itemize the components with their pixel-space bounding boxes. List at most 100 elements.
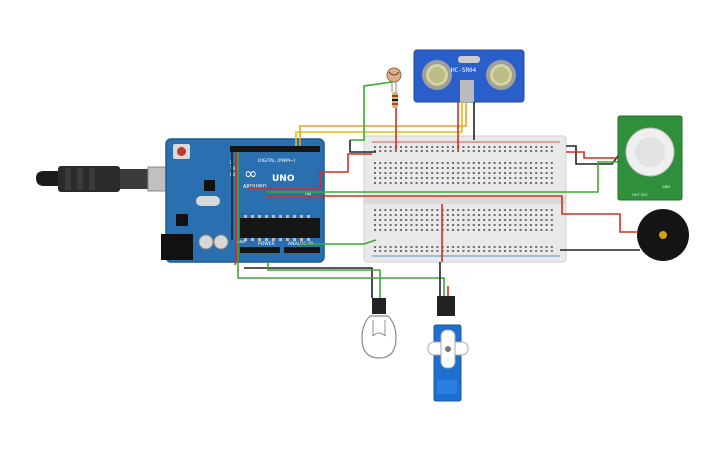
- breadboard-hole: [545, 146, 548, 148]
- breadboard-hole: [405, 146, 408, 148]
- breadboard-hole: [493, 224, 496, 226]
- breadboard-hole: [509, 172, 512, 174]
- breadboard-hole: [524, 162, 527, 164]
- breadboard-hole: [436, 177, 439, 179]
- breadboard-hole: [545, 250, 548, 252]
- breadboard-hole: [415, 229, 418, 231]
- breadboard-hole: [478, 162, 480, 164]
- breadboard-hole: [498, 250, 501, 252]
- breadboard-hole: [498, 214, 501, 216]
- breadboard-hole: [483, 250, 486, 252]
- breadboard-hole: [535, 182, 538, 184]
- breadboard-hole: [530, 209, 532, 211]
- breadboard-hole: [446, 172, 449, 174]
- breadboard-hole: [446, 146, 449, 148]
- breadboard-hole: [540, 224, 543, 226]
- breadboard-hole: [504, 214, 506, 216]
- breadboard-hole: [509, 182, 512, 184]
- breadboard-hole: [545, 182, 548, 184]
- breadboard-hole: [410, 167, 413, 169]
- breadboard-hole: [530, 219, 532, 221]
- breadboard-hole: [472, 177, 475, 179]
- breadboard-hole: [379, 209, 382, 211]
- breadboard-hole: [488, 250, 491, 252]
- breadboard-hole: [509, 224, 512, 226]
- breadboard-hole: [457, 229, 460, 231]
- reset-button[interactable]: [177, 147, 186, 156]
- breadboard-hole: [405, 214, 408, 216]
- breadboard-hole: [457, 224, 460, 226]
- breadboard-hole: [519, 214, 522, 216]
- sensor-model: HC-SR04: [451, 67, 477, 74]
- breadboard-hole: [436, 162, 439, 164]
- breadboard-hole: [530, 162, 532, 164]
- breadboard-hole: [436, 246, 439, 248]
- breadboard-hole: [436, 224, 439, 226]
- breadboard-hole: [446, 177, 449, 179]
- breadboard-hole: [374, 209, 376, 211]
- breadboard-hole: [452, 246, 454, 248]
- breadboard-hole: [483, 224, 486, 226]
- breadboard-hole: [410, 250, 413, 252]
- breadboard-hole: [519, 182, 522, 184]
- resistor: [392, 92, 398, 108]
- breadboard-hole: [452, 250, 454, 252]
- breadboard-hole: [394, 246, 397, 248]
- breadboard-hole: [405, 229, 408, 231]
- breadboard-hole: [400, 214, 402, 216]
- breadboard-hole: [514, 167, 517, 169]
- breadboard-hole: [400, 182, 402, 184]
- breadboard-hole: [550, 172, 553, 174]
- breadboard-hole: [441, 167, 444, 169]
- breadboard-hole: [426, 146, 428, 148]
- breadboard-hole: [405, 182, 408, 184]
- breadboard-hole: [540, 162, 543, 164]
- breadboard-hole: [483, 182, 486, 184]
- breadboard-hole: [519, 224, 522, 226]
- breadboard-hole: [436, 250, 439, 252]
- arduino-board: ∞ ARDUINO UNO DIGITAL (PWM~) POWER ANALO…: [161, 138, 325, 263]
- breadboard-hole: [384, 224, 387, 226]
- breadboard-hole: [410, 150, 413, 152]
- breadboard-hole: [488, 146, 491, 148]
- breadboard-hole: [462, 246, 465, 248]
- breadboard-hole: [545, 219, 548, 221]
- breadboard-hole: [514, 177, 517, 179]
- breadboard-hole: [394, 177, 397, 179]
- breadboard-hole: [493, 209, 496, 211]
- breadboard-hole: [535, 229, 538, 231]
- breadboard-hole: [394, 172, 397, 174]
- breadboard-hole: [483, 150, 486, 152]
- breadboard-hole: [405, 162, 408, 164]
- breadboard-hole: [514, 162, 517, 164]
- breadboard-hole: [509, 150, 512, 152]
- breadboard-hole: [410, 229, 413, 231]
- breadboard-hole: [415, 167, 418, 169]
- breadboard-hole: [384, 150, 387, 152]
- breadboard-hole: [374, 172, 376, 174]
- breadboard-hole: [436, 172, 439, 174]
- breadboard-hole: [384, 182, 387, 184]
- breadboard-hole: [384, 146, 387, 148]
- breadboard-hole: [545, 209, 548, 211]
- breadboard-hole: [384, 177, 387, 179]
- breadboard-hole: [472, 182, 475, 184]
- breadboard-hole: [478, 182, 480, 184]
- breadboard-hole: [519, 172, 522, 174]
- breadboard-hole: [488, 224, 491, 226]
- breadboard-hole: [441, 172, 444, 174]
- breadboard-hole: [509, 250, 512, 252]
- breadboard-hole: [441, 177, 444, 179]
- breadboard-hole: [457, 246, 460, 248]
- breadboard-hole: [498, 167, 501, 169]
- breadboard-hole: [457, 150, 460, 152]
- breadboard-hole: [472, 172, 475, 174]
- breadboard-hole: [493, 150, 496, 152]
- power-label: POWER: [258, 241, 275, 247]
- breadboard-hole: [446, 214, 449, 216]
- breadboard-hole: [467, 162, 470, 164]
- breadboard-hole: [493, 172, 496, 174]
- breadboard-hole: [431, 214, 434, 216]
- breadboard-hole: [426, 162, 428, 164]
